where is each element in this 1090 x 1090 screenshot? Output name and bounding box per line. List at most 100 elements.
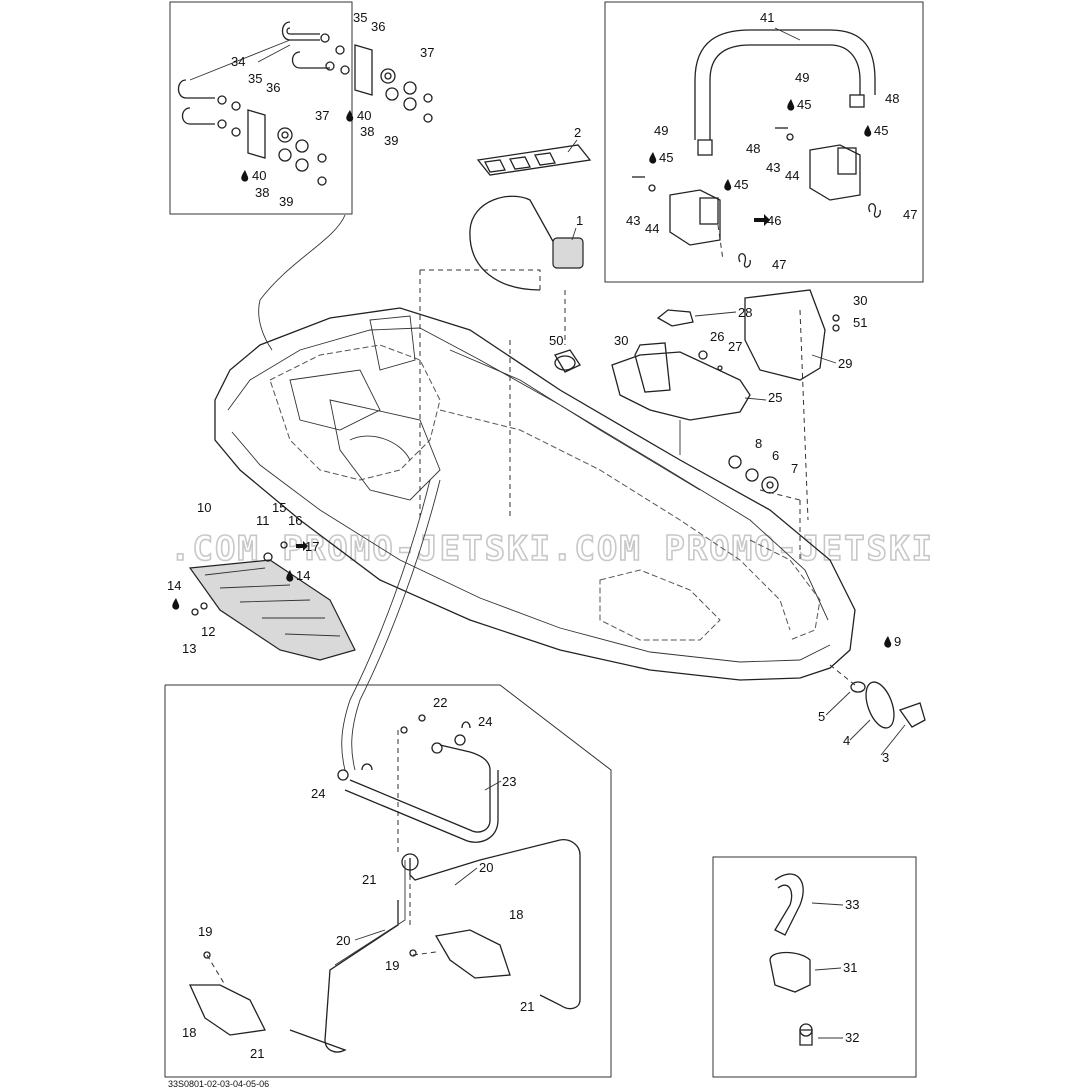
callout-labels: 1 2 3 4 5 6 7 8 9 10 11 12 13 14 14 15 1… (167, 10, 917, 1061)
callout-30b: 30 (853, 293, 867, 308)
callout-24a: 24 (478, 714, 492, 729)
leader-lines (257, 27, 906, 1039)
callout-22: 22 (433, 695, 447, 710)
callout-16: 16 (288, 513, 302, 528)
callout-26: 26 (710, 329, 724, 344)
callout-43b: 43 (766, 160, 780, 175)
callout-35b: 35 (248, 71, 262, 86)
watermark: .COM PROMO-JETSKI.COM PROMO-JETSKI (170, 529, 934, 569)
oil-drop-icon (884, 636, 892, 648)
right-arrow-icon (296, 541, 308, 551)
reboarding-step (188, 541, 356, 661)
callout-21b: 21 (520, 999, 534, 1014)
oil-drop-icon (864, 125, 872, 137)
callout-44b: 44 (785, 168, 799, 183)
callout-28: 28 (738, 305, 752, 320)
box-top-right (604, 1, 924, 283)
oil-drop-icon (241, 170, 249, 182)
callout-45a: 45 (659, 150, 673, 165)
callout-18b: 18 (182, 1025, 196, 1040)
callout-29: 29 (838, 356, 852, 371)
callout-18a: 18 (509, 907, 523, 922)
callout-21a: 21 (362, 872, 376, 887)
callout-14a: 14 (167, 578, 181, 593)
callout-39b: 39 (279, 194, 293, 209)
callout-48a: 48 (885, 91, 899, 106)
right-arrow-icon (754, 214, 770, 226)
callout-21c: 21 (250, 1046, 264, 1061)
callout-25: 25 (768, 390, 782, 405)
callout-47b: 47 (772, 257, 786, 272)
box-bottom-right (712, 856, 917, 1078)
oil-drop-icon (172, 598, 180, 610)
callout-24b: 24 (311, 786, 325, 801)
callout-5: 5 (818, 709, 825, 724)
callout-33: 33 (845, 897, 859, 912)
grab-handle-assembly (177, 21, 433, 186)
callout-9: 9 (894, 634, 901, 649)
callout-46: 46 (767, 213, 781, 228)
callout-17: 17 (305, 539, 319, 554)
callout-8: 8 (755, 436, 762, 451)
callout-47a: 47 (903, 207, 917, 222)
box-bottom-left (164, 684, 612, 1078)
callout-23: 23 (502, 774, 516, 789)
callout-49a: 49 (795, 70, 809, 85)
callout-12: 12 (201, 624, 215, 639)
callout-31: 31 (843, 960, 857, 975)
ties-and-clips (769, 873, 813, 1046)
callout-35a: 35 (353, 10, 367, 25)
lubricant-markers (172, 99, 892, 648)
box-top-left (169, 1, 353, 215)
callout-51: 51 (853, 315, 867, 330)
callout-11: 11 (256, 513, 270, 528)
callout-27: 27 (728, 339, 742, 354)
callout-41: 41 (760, 10, 774, 25)
callout-36b: 36 (266, 80, 280, 95)
misc-parts (469, 144, 926, 729)
callout-38b: 38 (255, 185, 269, 200)
footer-code: 33S0801-02-03-04-05-06 (168, 1079, 269, 1089)
oil-drop-icon (724, 179, 732, 191)
callout-20b: 20 (336, 933, 350, 948)
callout-10: 10 (197, 500, 211, 515)
callout-15: 15 (272, 500, 286, 515)
oil-drop-icon (787, 99, 795, 111)
callout-40b: 40 (252, 168, 266, 183)
callout-45c: 45 (797, 97, 811, 112)
callout-2: 2 (574, 125, 581, 140)
callout-34: 34 (231, 54, 245, 69)
ventilation-hoses (188, 714, 581, 1053)
callout-6: 6 (772, 448, 779, 463)
callout-4: 4 (843, 733, 850, 748)
callout-30a: 30 (614, 333, 628, 348)
callout-37b: 37 (315, 108, 329, 123)
connector-lines (206, 214, 856, 986)
callout-44a: 44 (645, 221, 659, 236)
callout-7: 7 (791, 461, 798, 476)
callout-48b: 48 (746, 141, 760, 156)
callout-38a: 38 (360, 124, 374, 139)
callout-50: 50 (549, 333, 563, 348)
handlebar-assembly (632, 29, 881, 268)
callout-3: 3 (882, 750, 889, 765)
callout-49b: 49 (654, 123, 668, 138)
oil-drop-icon (286, 570, 294, 582)
callout-39a: 39 (384, 133, 398, 148)
callout-19a: 19 (198, 924, 212, 939)
callout-37a: 37 (420, 45, 434, 60)
callout-19b: 19 (385, 958, 399, 973)
callout-45b: 45 (734, 177, 748, 192)
callout-36a: 36 (371, 19, 385, 34)
oil-drop-icon (346, 110, 354, 122)
hull-drawing (214, 307, 856, 681)
oil-drop-icon (649, 152, 657, 164)
callout-13: 13 (182, 641, 196, 656)
callout-40a: 40 (357, 108, 371, 123)
callout-14b: 14 (296, 568, 310, 583)
callout-45d: 45 (874, 123, 888, 138)
callout-20a: 20 (479, 860, 493, 875)
callout-32: 32 (845, 1030, 859, 1045)
callout-1: 1 (576, 213, 583, 228)
